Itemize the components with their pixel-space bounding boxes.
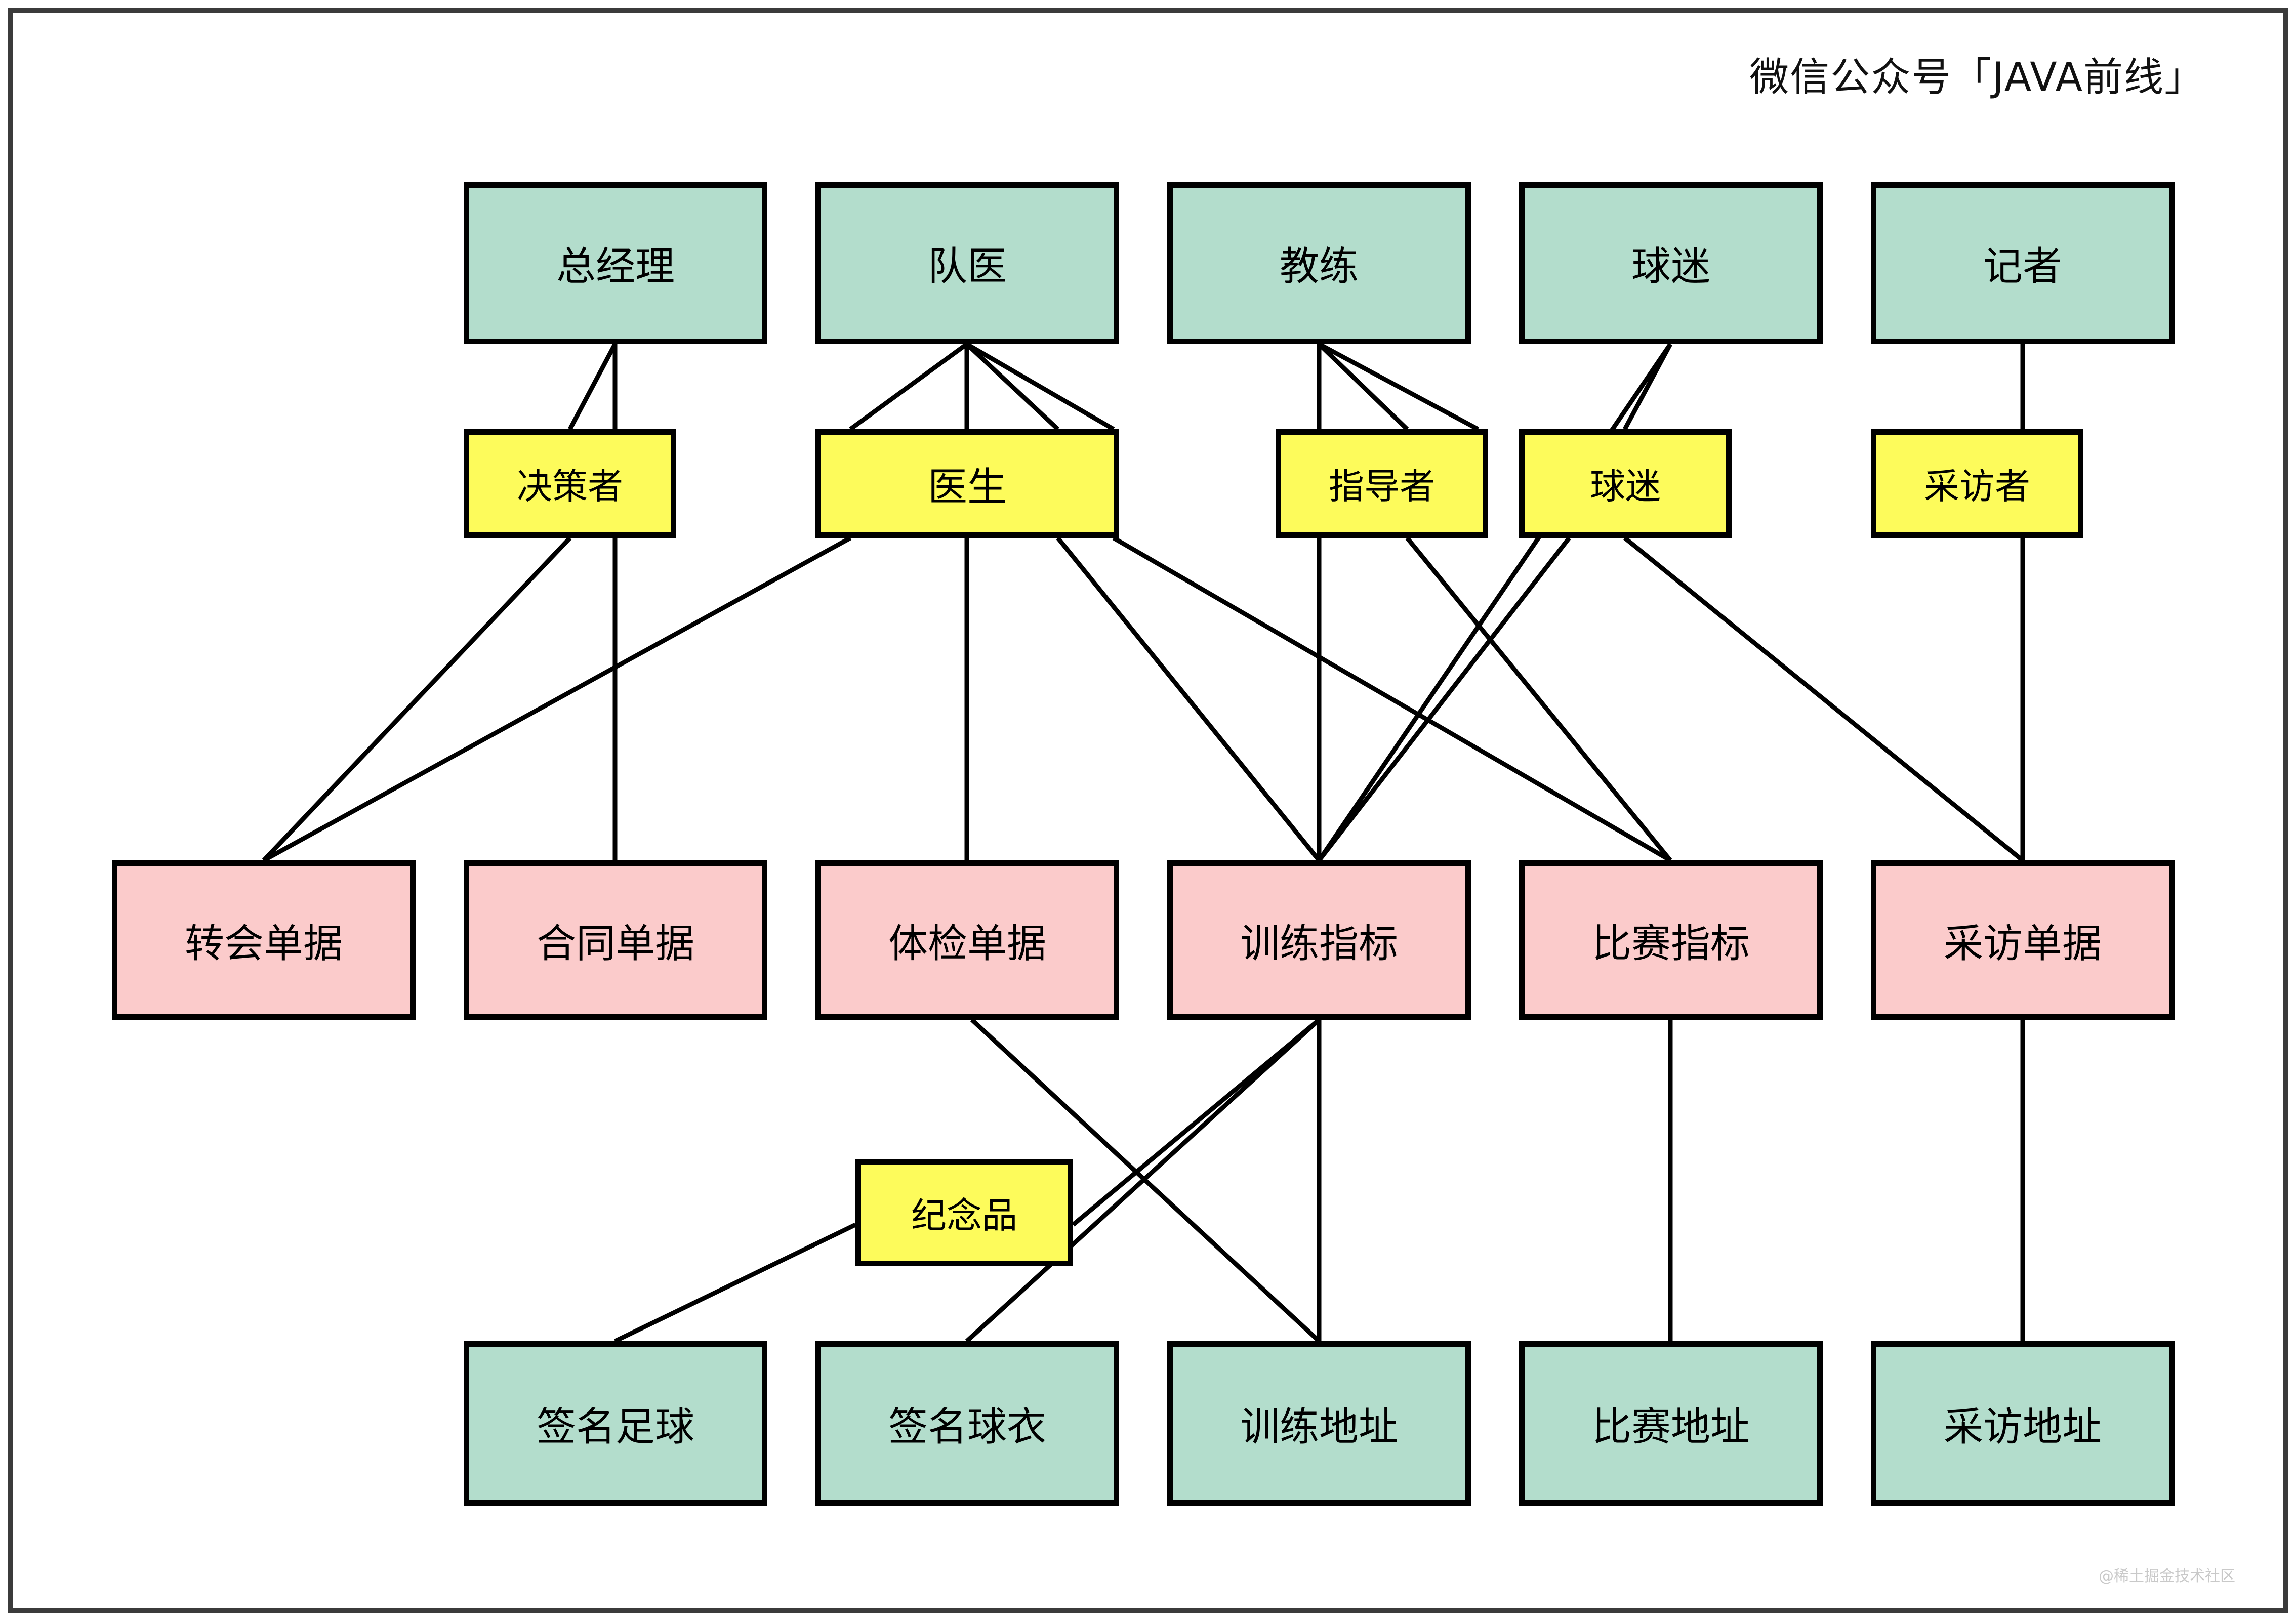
node-coach[interactable]: 教练: [1167, 182, 1471, 344]
node-fan[interactable]: 球迷: [1519, 182, 1823, 344]
node-label: 采访者: [1924, 466, 2030, 507]
node-medical[interactable]: 体检单据: [815, 860, 1119, 1020]
node-label: 签名球衣: [888, 1404, 1046, 1450]
node-label: 纪念品: [911, 1194, 1017, 1236]
node-teamdoc[interactable]: 队医: [815, 182, 1119, 344]
node-label: 医生: [927, 464, 1007, 510]
node-reporter[interactable]: 记者: [1871, 182, 2175, 344]
node-label: 比赛指标: [1591, 921, 1750, 967]
node-match[interactable]: 比赛指标: [1519, 860, 1823, 1020]
node-memento[interactable]: 纪念品: [855, 1159, 1073, 1266]
node-label: 决策者: [517, 466, 623, 507]
node-label: 球迷: [1631, 244, 1710, 289]
node-label: 球迷: [1590, 466, 1661, 507]
node-interviewer[interactable]: 采访者: [1871, 429, 2083, 538]
node-matchaddr[interactable]: 比赛地址: [1519, 1341, 1823, 1506]
node-label: 比赛地址: [1591, 1404, 1750, 1450]
node-label: 转会单据: [184, 921, 343, 967]
watermark-title: 微信公众号「JAVA前线」: [1749, 55, 2205, 100]
node-label: 总经理: [556, 244, 675, 289]
node-intvaddr[interactable]: 采访地址: [1871, 1341, 2175, 1506]
node-transfer[interactable]: 转会单据: [112, 860, 416, 1020]
node-training[interactable]: 训练指标: [1167, 860, 1471, 1020]
node-label: 指导者: [1329, 466, 1435, 507]
node-label: 训练指标: [1240, 921, 1398, 967]
node-gm[interactable]: 总经理: [464, 182, 767, 344]
node-decider[interactable]: 决策者: [464, 429, 676, 538]
watermark-footer: @稀土掘金技术社区: [2099, 1567, 2235, 1585]
node-label: 训练地址: [1240, 1404, 1398, 1450]
node-label: 记者: [1983, 244, 2062, 289]
node-label: 教练: [1279, 244, 1359, 289]
node-shirt[interactable]: 签名球衣: [815, 1341, 1119, 1506]
node-contract[interactable]: 合同单据: [464, 860, 767, 1020]
node-trainaddr[interactable]: 训练地址: [1167, 1341, 1471, 1506]
node-label: 采访单据: [1943, 921, 2102, 967]
node-label: 体检单据: [888, 921, 1046, 967]
node-ball[interactable]: 签名足球: [464, 1341, 767, 1506]
node-label: 合同单据: [536, 921, 694, 967]
node-label: 队医: [927, 244, 1007, 289]
node-instructor[interactable]: 指导者: [1276, 429, 1488, 538]
node-fanrole[interactable]: 球迷: [1519, 429, 1732, 538]
node-label: 签名足球: [536, 1404, 694, 1450]
node-interview[interactable]: 采访单据: [1871, 860, 2175, 1020]
node-label: 采访地址: [1943, 1404, 2102, 1450]
node-doctor[interactable]: 医生: [815, 429, 1119, 538]
